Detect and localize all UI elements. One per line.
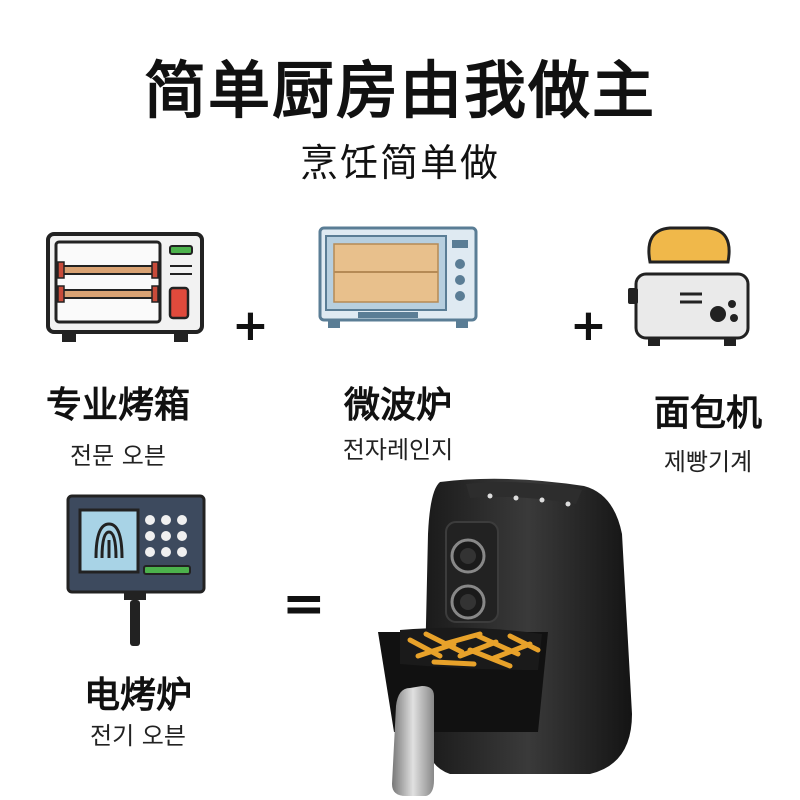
plus-sign-1: + xyxy=(232,300,269,351)
item-sublabel-toaster: 제빵기계 xyxy=(663,448,753,476)
toaster-icon xyxy=(628,226,750,346)
plus-sign-2: + xyxy=(570,300,607,351)
item-label-toaster: 面包机 xyxy=(653,393,762,434)
page-title: 简单厨房由我做主 xyxy=(143,54,656,127)
item-sublabel-electric-grill: 전기 오븐 xyxy=(90,722,186,750)
equals-sign: = xyxy=(282,574,326,634)
air-fryer-icon xyxy=(378,478,632,796)
item-label-electric-grill: 电烤炉 xyxy=(83,675,192,716)
item-label-oven: 专业烤箱 xyxy=(45,385,190,426)
item-sublabel-oven: 전문 오븐 xyxy=(70,442,166,470)
electric-grill-icon xyxy=(66,494,206,646)
oven-icon xyxy=(46,232,204,342)
microwave-icon xyxy=(318,226,478,328)
page-subtitle: 烹饪简单做 xyxy=(299,141,500,185)
item-label-microwave: 微波炉 xyxy=(343,385,452,426)
item-sublabel-microwave: 전자레인지 xyxy=(342,436,454,464)
